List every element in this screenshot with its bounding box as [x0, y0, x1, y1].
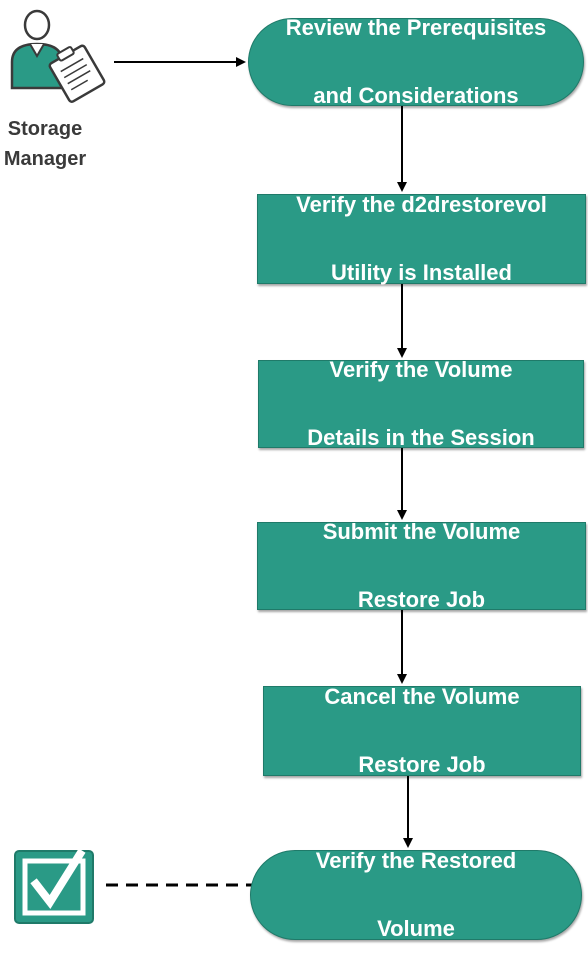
step-1-line-2: and Considerations — [313, 83, 519, 108]
step-verify-utility-installed: Verify the d2drestorevol Utility is Inst… — [257, 192, 586, 285]
step-5-line-2: Restore Job — [358, 752, 486, 777]
step-2-line-2: Utility is Installed — [331, 260, 512, 285]
step-6-line-1: Verify the Restored — [315, 848, 517, 873]
flowchart: Storage Manager Review the Prerequisites… — [0, 9, 586, 941]
storage-manager-person-clipboard-icon — [10, 9, 106, 103]
step-verify-restored-volume: Verify the Restored Volume — [250, 848, 582, 941]
step-2-line-1: Verify the d2drestorevol — [296, 192, 547, 217]
step-6-line-2: Volume — [377, 916, 455, 941]
checkbox-check-icon — [14, 848, 94, 924]
step-verify-volume-details: Verify the Volume Details in the Session — [258, 357, 584, 450]
step-review-prerequisites: Review the Prerequisites and Considerati… — [248, 15, 584, 108]
step-cancel-restore-job: Cancel the Volume Restore Job — [263, 684, 581, 777]
actor-label-line-1: Storage — [7, 118, 83, 140]
actor-label: Storage Manager — [0, 114, 90, 174]
connectors — [10, 9, 413, 924]
step-1-line-1: Review the Prerequisites — [285, 15, 547, 40]
step-submit-restore-job: Submit the Volume Restore Job — [257, 519, 586, 612]
step-4-line-1: Submit the Volume — [322, 519, 521, 544]
step-4-line-2: Restore Job — [357, 587, 486, 612]
step-3-line-1: Verify the Volume — [329, 357, 513, 382]
step-3-line-2: Details in the Session — [307, 425, 535, 450]
step-5-line-1: Cancel the Volume — [324, 684, 520, 709]
actor-label-line-2: Manager — [3, 148, 87, 170]
